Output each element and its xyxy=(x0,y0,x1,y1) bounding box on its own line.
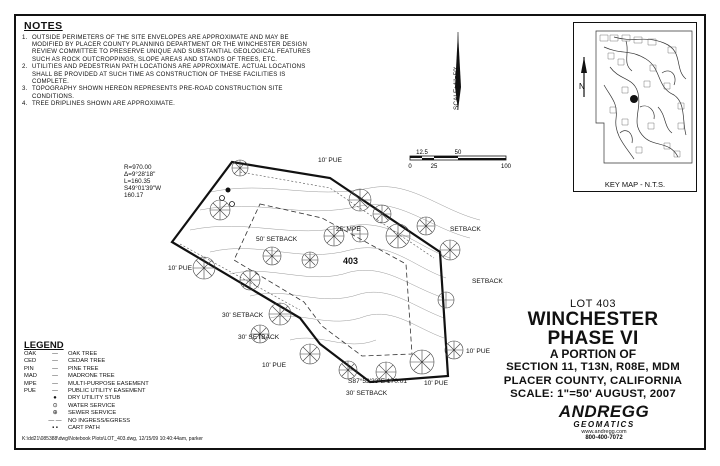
scale-label: SCALE: 1"=50' xyxy=(453,66,460,110)
lot-number: 403 xyxy=(343,256,359,266)
scale-tick-label: 12.5 xyxy=(416,150,428,156)
scale-date-text: SCALE: 1"=50' AUGUST, 2007 xyxy=(510,388,676,400)
company-logo: ANDREGG GEOMATICS www.andregg.com 800-40… xyxy=(558,402,650,441)
north-arrow-icon xyxy=(455,32,461,110)
county-text: PLACER COUNTY, CALIFORNIA xyxy=(503,374,683,387)
note-item: 4.TREE DRIPLINES SHOWN ARE APPROXIMATE. xyxy=(22,100,176,108)
legend-row: MAD—MADRONE TREE xyxy=(24,373,115,380)
key-map-label: KEY MAP - N.T.S. xyxy=(604,180,666,189)
curve-data: R=970.00 Δ=9°28'18" L=160.35 S49°01'39"W… xyxy=(124,164,162,199)
mpe-label: 25' MPE xyxy=(336,226,361,233)
drawing-border xyxy=(14,14,706,450)
portion-text: A PORTION OF xyxy=(549,347,637,361)
scale-tick-label: 25 xyxy=(431,164,438,170)
title-block: LOT 403 WINCHESTER PHASE VI A PORTION OF… xyxy=(480,298,706,402)
legend-row: ⊙WATER SERVICE xyxy=(52,402,116,409)
scale-tick-label: 0 xyxy=(408,164,412,170)
legend-row: PUE—PUBLIC UTILITY EASEMENT xyxy=(24,388,146,395)
setback-label: 30' SETBACK xyxy=(238,334,280,341)
section-text: SECTION 11, T13N, R08E, MDM xyxy=(506,361,680,373)
pue-label: 10' PUE xyxy=(424,380,448,387)
lot-title: LOT 403 xyxy=(569,298,617,310)
setback-label: SETBACK xyxy=(472,278,503,285)
lot-boundary xyxy=(170,160,450,384)
pue-label: 10' PUE xyxy=(262,362,286,369)
legend-row: OAK—OAK TREE xyxy=(24,351,98,357)
notes-title: NOTES xyxy=(24,20,63,32)
legend-row: — —NO INGRESS/EGRESS xyxy=(48,417,131,424)
tree-driplines xyxy=(192,159,464,383)
setback-label: 30' SETBACK xyxy=(222,312,264,319)
key-map-drawing: N xyxy=(579,30,693,164)
file-path: K:\dd21\085388\dwg\Notebook Plots\LOT_40… xyxy=(22,436,203,442)
setback-label: 30' SETBACK xyxy=(346,390,388,397)
site-plan xyxy=(170,159,481,384)
phase-name: PHASE VI xyxy=(547,328,639,349)
note-item: 1.OUTSIDE PERIMETERS OF THE SITE ENVELOP… xyxy=(22,34,311,63)
building-envelope xyxy=(233,203,413,357)
setback-label: 50' SETBACK xyxy=(256,236,298,243)
legend-row: CED—CEDAR TREE xyxy=(24,358,106,365)
legend-row: ●DRY UTILITY STUB xyxy=(53,395,121,402)
legend-row: MPE—MULTI-PURPOSE EASEMENT xyxy=(24,380,149,387)
key-map: N KEY MAP - N.T.S. xyxy=(573,22,697,192)
graphic-scale-bar: 12.5 50 0 25 100 xyxy=(408,150,512,170)
legend-title: LEGEND xyxy=(24,340,64,351)
pue-label: 10' PUE xyxy=(168,265,192,272)
legend-row: PIN—PINE TREE xyxy=(24,365,99,372)
bearing-label: S87°53'23"E 170.01' xyxy=(348,378,409,385)
pue-label: 10' PUE xyxy=(466,348,490,355)
pue-label: 10' PUE xyxy=(318,157,342,164)
svg-text:N: N xyxy=(579,82,585,91)
scale-tick-label: 100 xyxy=(501,164,512,170)
scale-tick-label: 50 xyxy=(455,150,462,156)
note-item: 2.UTILITIES AND PEDESTRIAN PATH LOCATION… xyxy=(22,63,306,85)
legend-row: ▪ ▪CART PATH xyxy=(52,425,100,432)
note-item: 3.TOPOGRAPHY SHOWN HEREON REPRESENTS PRE… xyxy=(22,85,283,100)
subdivision-name: WINCHESTER xyxy=(527,309,659,330)
legend: OAK—OAK TREE CED—CEDAR TREE PIN—PINE TRE… xyxy=(24,351,149,432)
setback-label: SETBACK xyxy=(450,226,481,233)
legend-row: ⊕SEWER SERVICE xyxy=(52,410,117,417)
notes-list: 1.OUTSIDE PERIMETERS OF THE SITE ENVELOP… xyxy=(22,34,322,108)
site-location-marker xyxy=(630,95,638,103)
